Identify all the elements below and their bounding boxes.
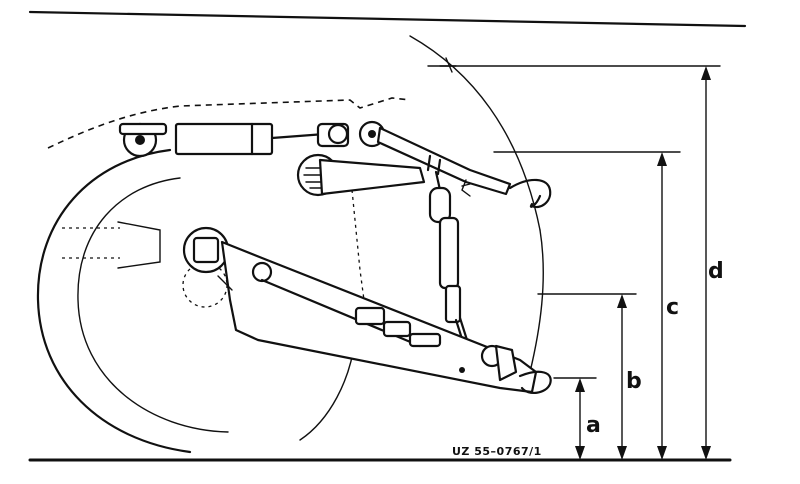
top-link	[358, 120, 552, 209]
dimension-label-a: a	[586, 413, 601, 438]
dimension-label-d: d	[708, 259, 724, 284]
rear-wheel	[36, 148, 356, 454]
lift-rod	[428, 170, 476, 366]
dimension-label-b: b	[626, 369, 642, 394]
lower-link	[182, 226, 552, 394]
reference-code: UZ 55–0767/1	[452, 445, 542, 458]
dimension-arrow-c	[657, 152, 667, 460]
dimension-label-c: c	[666, 295, 679, 320]
dimension-arrow-a	[575, 378, 585, 460]
tractor-body-outline	[28, 10, 747, 373]
dimension-arrow-d	[701, 66, 711, 460]
dimension-arrow-b	[617, 294, 627, 460]
lift-shaft	[296, 153, 426, 301]
extension-lines	[427, 57, 721, 379]
hydraulic-cylinder	[118, 122, 350, 158]
